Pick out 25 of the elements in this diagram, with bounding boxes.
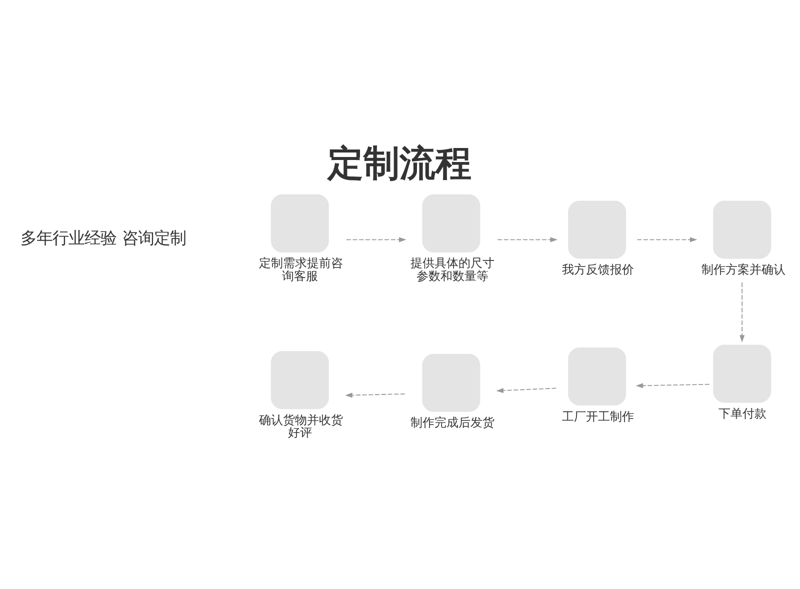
arrow	[346, 237, 406, 242]
node-label: 制作方案并确认	[701, 262, 786, 277]
node-label: 下单付款	[718, 406, 767, 421]
node-label: 制作完成后发货	[410, 416, 494, 430]
node-box	[270, 194, 329, 252]
label: 多年行业经验 咨询定制	[20, 228, 186, 248]
diagram-title: 定制流程	[328, 141, 472, 184]
arrow	[636, 237, 698, 242]
node-box	[422, 354, 480, 412]
node-box	[713, 344, 772, 403]
node-box	[713, 200, 772, 259]
arrow	[636, 383, 710, 388]
node-box	[422, 194, 480, 252]
node-label: 我方反馈报价	[562, 262, 634, 277]
node-label: 工厂开工制作	[562, 409, 634, 424]
arrow	[740, 282, 745, 342]
node-label: 确认货物并收货好评	[259, 412, 344, 440]
node-label: 定制需求提前咨询客服	[259, 256, 344, 283]
node-label: 提供具体的尺寸参数和数量等	[410, 256, 494, 283]
arrow	[496, 388, 557, 394]
node-box	[270, 351, 329, 410]
arrow	[345, 392, 406, 398]
arrow	[497, 237, 558, 242]
node-box	[568, 200, 626, 259]
node-box	[568, 348, 626, 406]
